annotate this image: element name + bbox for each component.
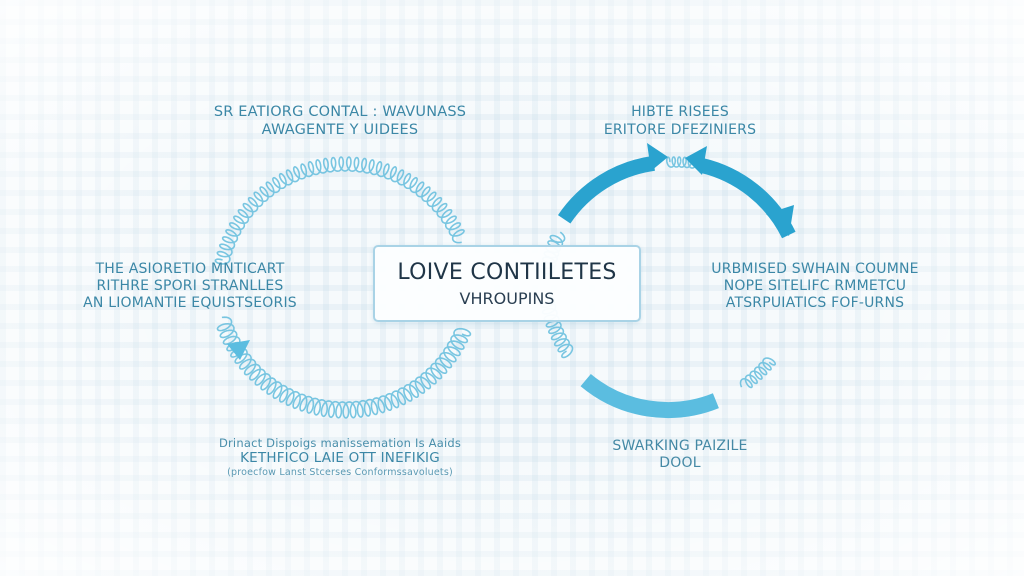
label-line: NOPE SITELIFC RMMETCU <box>723 278 907 294</box>
label-line: URBMISED SWHAIN COUMNE <box>711 261 919 277</box>
label-line: AN LIOMANTIE EQUISTSEORIS <box>83 295 297 311</box>
label-bottom-left: Drinact Dispoigs manissemation Is Aaids … <box>200 436 480 479</box>
arrowhead-up-icon <box>227 340 250 360</box>
label-top-right: HIBTE RISEES ERITORE DFEZINIERS <box>560 103 800 139</box>
center-subtitle: VHROUPINS <box>459 289 555 308</box>
coil-stroke <box>214 156 465 265</box>
coil-arc-right-tail <box>739 357 777 389</box>
center-title: LOIVE CONTIILETES <box>397 260 617 285</box>
arrow-arc-upper-right <box>699 157 796 239</box>
label-mid-right: URBMISED SWHAIN COUMNE NOPE SITELIFC RMM… <box>680 261 950 312</box>
label-bottom-right: SWARKING PAIZILE DOOL <box>580 438 780 472</box>
label-mid-left: THE ASIORETIO MNTICART RITHRE SPORI STRA… <box>50 261 330 312</box>
label-line: DOOL <box>659 455 701 471</box>
coil-stroke <box>216 316 472 419</box>
label-top-left: SR EATIORG CONTAL : WAVUNASS AWAGENTE Y … <box>190 103 490 139</box>
label-line: Drinact Dispoigs manissemation Is Aaids <box>218 436 462 450</box>
label-line: SR EATIORG CONTAL : WAVUNASS <box>213 104 467 120</box>
label-line: RITHRE SPORI STRANLLES <box>96 278 284 294</box>
center-node: LOIVE CONTIILETES VHROUPINS <box>373 245 641 322</box>
label-line: AWAGENTE Y UIDEES <box>261 122 419 138</box>
label-line: THE ASIORETIO MNTICART <box>95 261 285 277</box>
arrowhead-down-icon <box>766 205 794 236</box>
label-line: HIBTE RISEES <box>631 104 729 120</box>
coil-arc-bottom-left <box>216 316 472 419</box>
coil-arc-top-left <box>214 156 465 265</box>
label-line: ERITORE DFEZINIERS <box>603 122 757 138</box>
arrow-arc-upper-left <box>557 155 656 224</box>
arrow-arc-lower <box>580 373 719 418</box>
label-line: ATSRPUIATICS FOF-URNS <box>725 295 905 311</box>
label-line: SWARKING PAIZILE <box>612 438 748 454</box>
label-line: (proecfow Lanst Stcerses Conformssavolue… <box>227 467 453 478</box>
label-line: KETHFICO LAIE OTT INEFIKIG <box>240 450 440 466</box>
arrowhead-left-icon <box>685 146 707 175</box>
arrowhead-right-icon <box>647 143 668 171</box>
coil-stroke <box>739 357 777 389</box>
